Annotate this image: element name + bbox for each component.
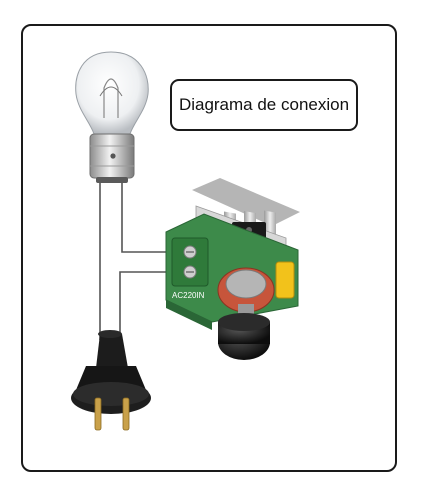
diagram-title: Diagrama de conexion — [178, 95, 350, 114]
dimmer-module-icon: AC220IN — [165, 178, 300, 360]
fuse — [275, 261, 295, 299]
wires — [99, 182, 186, 340]
light-bulb-icon — [75, 51, 149, 183]
plug-icon — [71, 330, 151, 431]
potentiometer-knob-icon — [217, 267, 275, 360]
terminal-block — [171, 237, 209, 287]
pcb-silkscreen-label: AC220IN — [172, 291, 205, 300]
diagram-title-box: Diagrama de conexion — [170, 79, 358, 131]
